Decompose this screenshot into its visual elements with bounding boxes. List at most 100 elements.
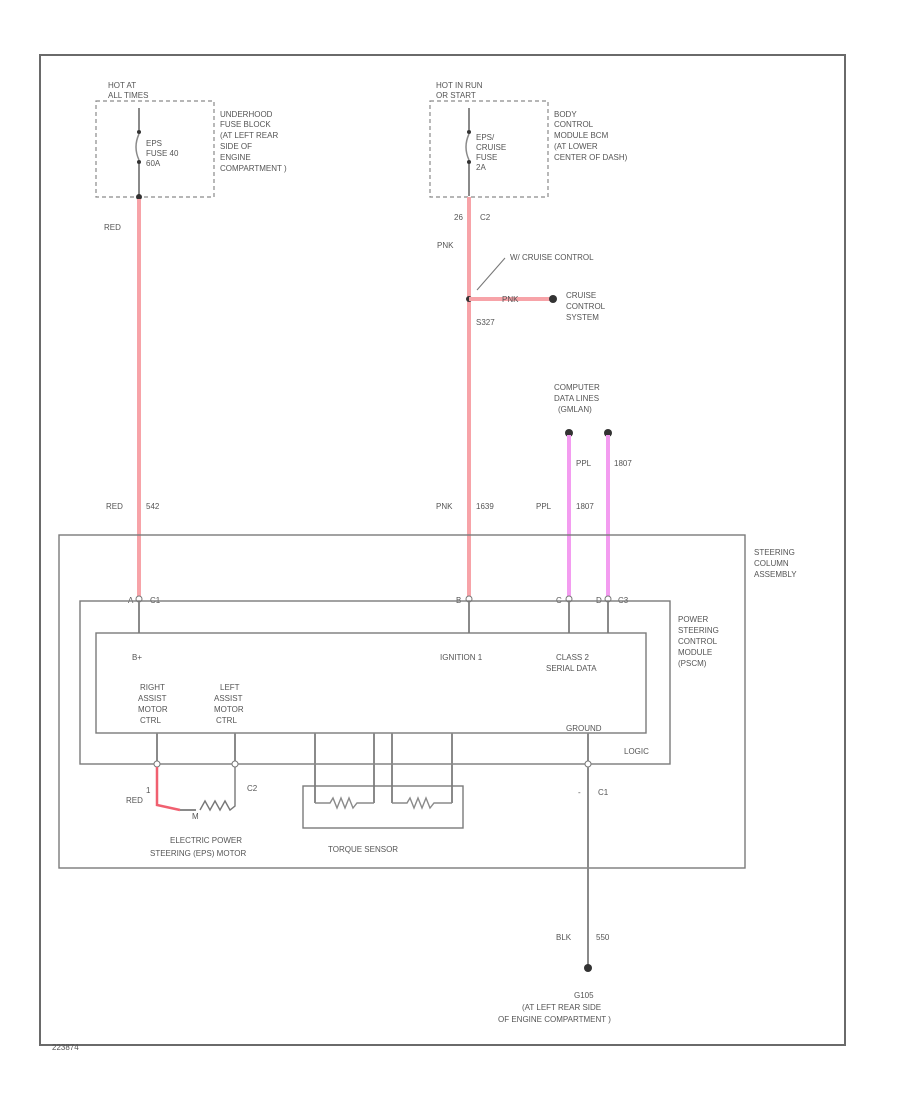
motor-winding	[199, 767, 236, 812]
right-assist-label-1: RIGHT	[140, 683, 165, 692]
cruise-control-terminal	[549, 295, 557, 303]
bcm-label-3: MODULE BCM	[554, 131, 609, 140]
connector-c1-bottom-label: C1	[598, 788, 609, 797]
computer-data-lines-label-1: COMPUTER	[554, 383, 600, 392]
ground-label: GROUND	[566, 724, 602, 733]
ground-g105-label-1: G105	[574, 991, 594, 1000]
eps-fuse-label-3: 60A	[146, 159, 161, 168]
wire-pnk-label-upper: PNK	[437, 241, 454, 250]
underhood-label-1: UNDERHOOD	[220, 110, 273, 119]
torque-sensor-box	[302, 785, 464, 829]
cruise-control-note: W/ CRUISE CONTROL	[510, 253, 594, 262]
bcm-label-2: CONTROL	[554, 120, 594, 129]
connector-c2-label: C2	[480, 213, 491, 222]
bcm-fuse-outline	[429, 100, 549, 198]
motor-m-label: M	[192, 812, 199, 821]
circuit-1807-label-upper: 1807	[614, 459, 632, 468]
eps-cruise-fuse-label-3: FUSE	[476, 153, 497, 162]
right-assist-label-4: CTRL	[140, 716, 161, 725]
class-2-label-2: SERIAL DATA	[546, 664, 597, 673]
ground-g105-label-2: (AT LEFT REAR SIDE	[522, 1003, 601, 1012]
circuit-542-label: 542	[146, 502, 160, 511]
motor-pin-1-label: 1	[146, 786, 151, 795]
right-assist-label-2: ASSIST	[138, 694, 167, 703]
hot-at-all-times-label-2: ALL TIMES	[108, 91, 148, 100]
logic-label: LOGIC	[624, 747, 649, 756]
torque-sensor-resistor-1	[315, 796, 374, 810]
bcm-label-4: (AT LOWER	[554, 142, 598, 151]
circuit-550-label: 550	[596, 933, 610, 942]
computer-data-lines-label-3: (GMLAN)	[558, 405, 592, 414]
ignition-1-label: IGNITION 1	[440, 653, 483, 662]
underhood-label-2: FUSE BLOCK	[220, 120, 271, 129]
eps-cruise-fuse-label-4: 2A	[476, 163, 486, 172]
terminal-right-assist	[153, 760, 161, 768]
connector-c2-pin-label: 26	[454, 213, 463, 222]
left-assist-label-2: ASSIST	[214, 694, 243, 703]
b-plus-label: B+	[132, 653, 142, 662]
wire-red-motor-label: RED	[126, 796, 143, 805]
steering-column-label-3: ASSEMBLY	[754, 570, 797, 579]
torque-sensor-resistor-2	[392, 796, 452, 810]
terminal-left-assist	[231, 760, 239, 768]
eps-cruise-fuse-label-1: EPS/	[476, 133, 495, 142]
underhood-label-4: SIDE OF	[220, 142, 252, 151]
terminal-ground	[584, 760, 592, 768]
left-assist-label-4: CTRL	[216, 716, 237, 725]
eps-fuse-40-symbol	[135, 108, 142, 200]
pscm-label-2: STEERING	[678, 626, 719, 635]
left-assist-label-1: LEFT	[220, 683, 240, 692]
left-assist-label-3: MOTOR	[214, 705, 244, 714]
steering-column-label-1: STEERING	[754, 548, 795, 557]
wire-red-label-upper: RED	[104, 223, 121, 232]
eps-fuse-label-2: FUSE 40	[146, 149, 179, 158]
wire-ppl-label-lower: PPL	[536, 502, 552, 511]
underhood-fuse-block-outline	[95, 100, 215, 198]
computer-data-lines-label-2: DATA LINES	[554, 394, 599, 403]
underhood-label-5: ENGINE	[220, 153, 251, 162]
class-2-label-1: CLASS 2	[556, 653, 589, 662]
ground-pin-dash: -	[578, 788, 581, 797]
pscm-label-5: (PSCM)	[678, 659, 707, 668]
eps-fuse-label-1: EPS	[146, 139, 162, 148]
pscm-label-4: MODULE	[678, 648, 712, 657]
diagram-frame	[39, 54, 846, 1046]
cruise-note-leader	[476, 257, 506, 291]
eps-cruise-fuse-label-2: CRUISE	[476, 143, 506, 152]
eps-cruise-fuse-symbol	[465, 108, 471, 196]
cruise-system-label-3: SYSTEM	[566, 313, 599, 322]
torque-sensor-label: TORQUE SENSOR	[328, 845, 398, 854]
torque-sensor-leads	[314, 733, 453, 803]
wire-red-label-lower: RED	[106, 502, 123, 511]
hot-in-run-label-2: OR START	[436, 91, 476, 100]
eps-motor-label-2: STEERING (EPS) MOTOR	[150, 849, 247, 858]
connector-c2-motor-label: C2	[247, 784, 258, 793]
pscm-logic-box	[95, 632, 647, 734]
underhood-label-3: (AT LEFT REAR	[220, 131, 278, 140]
splice-s327-label: S327	[476, 318, 495, 327]
circuit-1807-label-lower: 1807	[576, 502, 594, 511]
wire-pnk-label-cruise: PNK	[502, 295, 519, 304]
bcm-label-5: CENTER OF DASH)	[554, 153, 628, 162]
wire-pnk-label-lower: PNK	[436, 502, 453, 511]
underhood-label-6: COMPARTMENT )	[220, 164, 287, 173]
hot-in-run-label-1: HOT IN RUN	[436, 81, 483, 90]
eps-motor-label-1: ELECTRIC POWER	[170, 836, 242, 845]
cruise-system-label-2: CONTROL	[566, 302, 606, 311]
ground-g105-dot	[584, 964, 592, 972]
steering-column-assembly-box	[58, 534, 746, 869]
wire-blk-label: BLK	[556, 933, 572, 942]
ground-g105-label-3: OF ENGINE COMPARTMENT )	[498, 1015, 611, 1024]
circuit-1639-label: 1639	[476, 502, 494, 511]
hot-at-all-times-label-1: HOT AT	[108, 81, 136, 90]
cruise-system-label-1: CRUISE	[566, 291, 596, 300]
bcm-label-1: BODY	[554, 110, 577, 119]
steering-column-label-2: COLUMN	[754, 559, 789, 568]
figure-id: 223874	[52, 1043, 79, 1052]
right-assist-label-3: MOTOR	[138, 705, 168, 714]
motor-red-wire	[155, 767, 181, 812]
pscm-label-3: CONTROL	[678, 637, 718, 646]
wire-ppl-label-upper: PPL	[576, 459, 592, 468]
pscm-label-1: POWER	[678, 615, 708, 624]
